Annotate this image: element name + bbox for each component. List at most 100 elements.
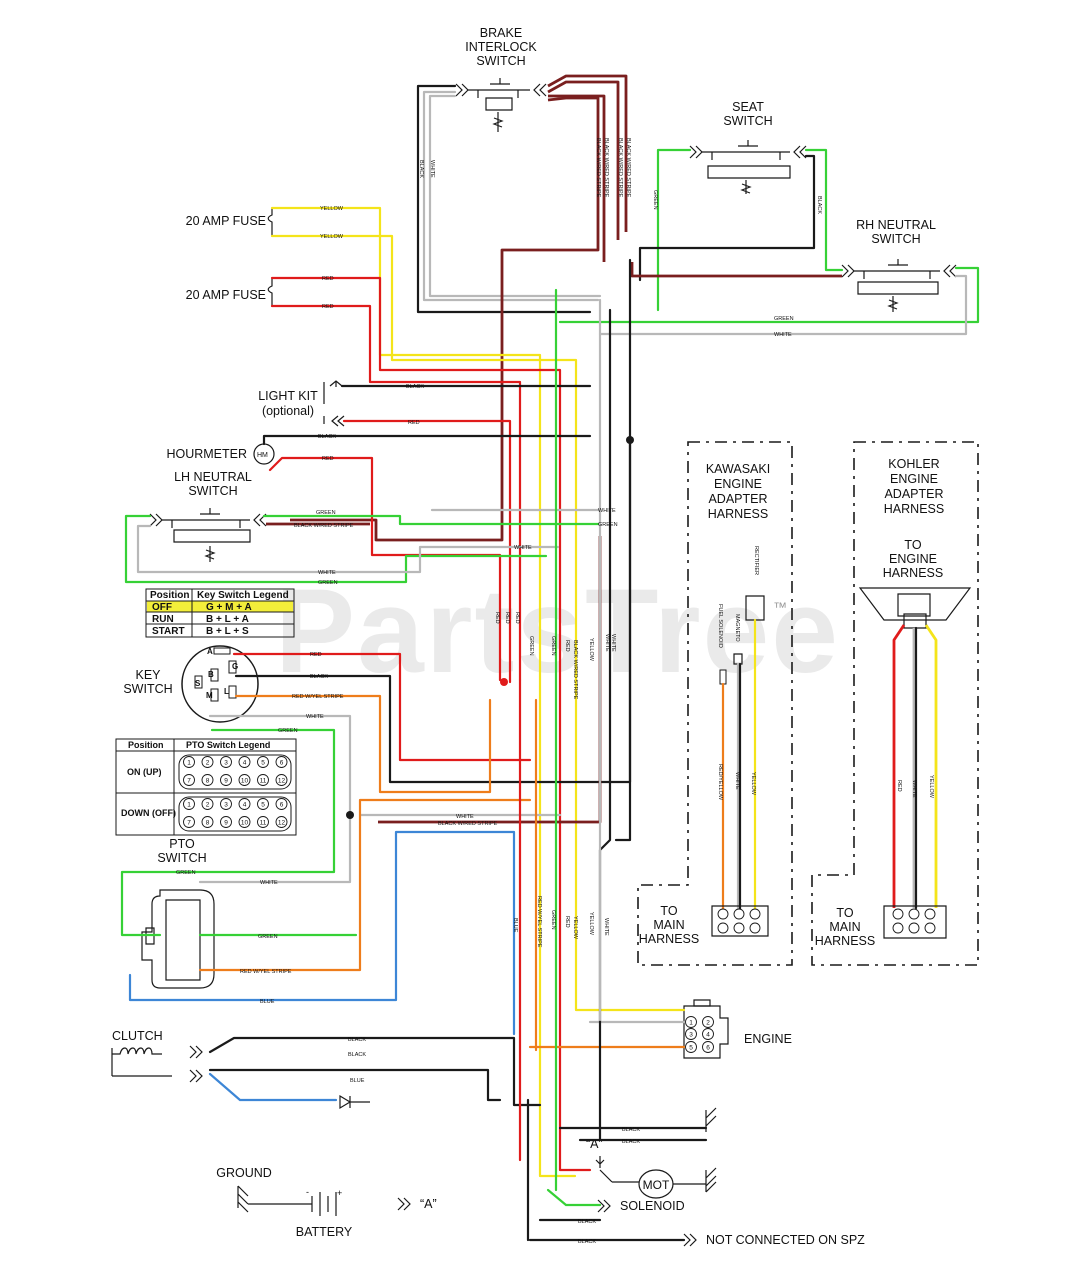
pto-pin [220, 774, 232, 786]
wire-label-green: GREEN [278, 728, 298, 734]
kawasaki-to-main-1: TO [660, 904, 677, 918]
pto-pin-number: 12 [278, 777, 286, 784]
engine-pin-number: 3 [689, 1031, 693, 1038]
kohler-label-3: ADAPTER [884, 487, 943, 501]
seat-label-1: SEAT [732, 100, 764, 114]
wire-label-black: BLACK [418, 160, 424, 178]
wire-label-white: WHITE [514, 545, 532, 551]
trademark-symbol: ™ [773, 599, 787, 615]
fuse-2-label: 20 AMP FUSE [186, 288, 266, 302]
ground-label: GROUND [216, 1166, 272, 1180]
wire-label-red: RED [896, 780, 902, 792]
pto-pin [238, 756, 251, 768]
lh-neutral-switch: LH NEUTRAL SWITCH [149, 470, 267, 562]
wire-label-green: GREEN [550, 910, 556, 930]
kohler-label-2: ENGINE [890, 472, 938, 486]
engine-pin-number: 5 [689, 1044, 693, 1051]
wire-label-yellow: YELLOW [750, 772, 756, 796]
pto-pin [201, 816, 214, 828]
pto-pin [275, 816, 288, 828]
wire-label-black-red-stripe: BLACK W/RED STRIPE [595, 138, 601, 198]
pto-pin-number: 1 [187, 759, 191, 766]
wire-label-red: RED [310, 652, 322, 658]
clutch: CLUTCH [111, 1029, 203, 1083]
lh-label-2: SWITCH [188, 484, 237, 498]
wire-label-green: GREEN [652, 190, 658, 210]
wire-label-black: BLACK [348, 1037, 366, 1043]
wire-label-black: BLACK [578, 1219, 596, 1225]
mot-label: MOT [643, 1178, 670, 1192]
key-label-2: SWITCH [123, 682, 172, 696]
ground-battery: GROUND - + “A” BATTERY [216, 1166, 436, 1239]
wire-label-black-red-stripe: BLACK W/RED STRIPE [617, 138, 623, 198]
pto-pin [201, 798, 214, 810]
wire-label-white: WHITE [429, 160, 435, 178]
key-terminal-g: G [232, 662, 238, 671]
pto-pin [238, 816, 251, 828]
starter-motor: “A” MOT SOLENOID [586, 1107, 717, 1213]
pto-pin-number: 12 [278, 819, 286, 826]
key-label-1: KEY [135, 668, 161, 682]
pto-pin-number: 6 [280, 759, 284, 766]
wire-label-red: RED [504, 612, 510, 624]
pto-label-2: SWITCH [157, 851, 206, 865]
kohler-to-engine-2: ENGINE [889, 552, 937, 566]
wire-label-white: WHITE [734, 772, 740, 790]
fuse-1-label: 20 AMP FUSE [186, 214, 266, 228]
wire-label-yellow: YELLOW [928, 775, 934, 799]
hm-symbol: HM [257, 452, 268, 459]
wire-label-black: BLACK [348, 1052, 366, 1058]
seat-switch: SEAT SWITCH [689, 100, 807, 194]
wire-label-black-red-stripe: BLACK W/RED STRIPE [438, 821, 498, 827]
wire-label-white: WHITE [911, 780, 917, 798]
engine-pin-number: 6 [706, 1044, 710, 1051]
pto-pin-number: 7 [187, 819, 191, 826]
wire-label-blue: BLUE [512, 918, 518, 933]
pto-pin-number: 9 [224, 819, 228, 826]
key-legend-start-position: START [152, 626, 185, 637]
pto-pin [238, 774, 251, 786]
key-switch-legend: Position Key Switch Legend OFF G + M + A… [145, 588, 295, 638]
wire-label-white: WHITE [603, 918, 609, 936]
key-legend-off-position: OFF [152, 602, 172, 613]
wire-label-black-red-stripe: BLACK W/RED STRIPE [294, 523, 354, 529]
pto-switch-legend: Position PTO Switch Legend ON (UP) DOWN … [115, 738, 297, 836]
pto-pin-number: 2 [206, 801, 210, 808]
pto-pin [220, 816, 232, 828]
wire-label-black: BLACK [406, 384, 424, 390]
pto-pin-number: 4 [243, 801, 247, 808]
wire-label-green: GREEN [176, 870, 196, 876]
key-terminal-a: A [207, 647, 213, 656]
key-switch: KEY SWITCH A B G S M L [123, 645, 259, 723]
wire-label-white: WHITE [604, 634, 610, 652]
pto-pin-number: 10 [241, 819, 249, 826]
wire-label-black-red-stripe: BLACK W/RED STRIPE [603, 138, 609, 198]
engine-pin [702, 1041, 714, 1053]
pto-legend-header-title: PTO Switch Legend [186, 740, 270, 750]
wire-label-red-yel-stripe: RED W/YEL STRIPE [292, 694, 344, 700]
hourmeter: HOURMETER HM [166, 443, 275, 465]
kawasaki-label-1: KAWASAKI [706, 462, 770, 476]
wire-label-red: RED [322, 276, 334, 282]
rh-label-1: RH NEUTRAL [856, 218, 936, 232]
wire-label-green: GREEN [258, 934, 278, 940]
rh-label-2: SWITCH [871, 232, 920, 246]
pto-pin [257, 816, 269, 828]
wire-label-yellow: YELLOW [320, 234, 344, 240]
kawasaki-label-4: HARNESS [708, 507, 768, 521]
svg-text:-: - [306, 1187, 309, 1197]
engine-pin [702, 1016, 714, 1028]
wire-label-black-red-stripe: BLACK W/RED STRIPE [572, 640, 578, 700]
pto-pin [257, 798, 269, 810]
pto-pin-number: 4 [243, 759, 247, 766]
wire-label-green: GREEN [316, 510, 336, 516]
pto-pin [220, 756, 232, 768]
wire-label-red-yellow: RED/YELLOW [717, 764, 723, 801]
engine-pin-number: 4 [706, 1031, 710, 1038]
fuse-1: 20 AMP FUSE [186, 208, 273, 236]
wire-label-red: RED [322, 456, 334, 462]
wire-label-black: BLACK [816, 196, 822, 214]
kohler-to-engine-1: TO [904, 538, 921, 552]
